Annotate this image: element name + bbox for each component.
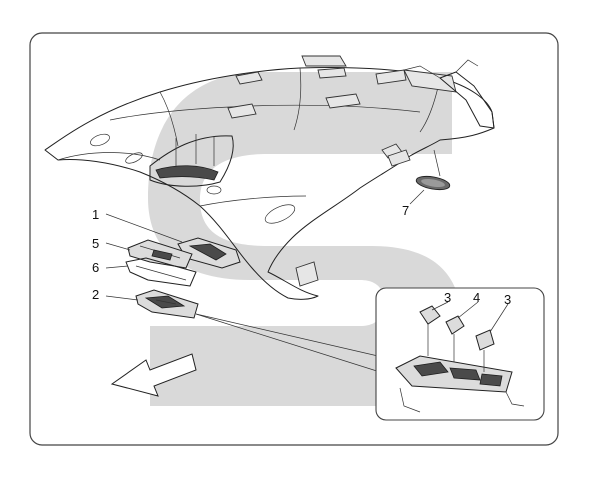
- part-5-bracket: [127, 239, 193, 269]
- detail-inset: 3 4 3: [375, 287, 545, 421]
- callout-4: 4: [473, 290, 480, 305]
- part-3-bulb-right: [475, 329, 495, 372]
- part-6-frame: [125, 257, 197, 287]
- callout-3-left: 3: [444, 290, 451, 305]
- part-7-lamp-lens: [415, 175, 451, 191]
- callout-1: 1: [92, 207, 99, 222]
- callout-5: 5: [92, 236, 99, 251]
- direction-arrow: [110, 353, 197, 397]
- headliner-panel: [44, 55, 495, 300]
- callout-7: 7: [402, 203, 409, 218]
- part-2-courtesy-light: [135, 289, 199, 319]
- callout-3-right: 3: [504, 292, 511, 307]
- callout-6: 6: [92, 260, 99, 275]
- callout-2: 2: [92, 287, 99, 302]
- part-4-bulb-center: [445, 315, 465, 362]
- part-3-bulb-left: [419, 305, 441, 356]
